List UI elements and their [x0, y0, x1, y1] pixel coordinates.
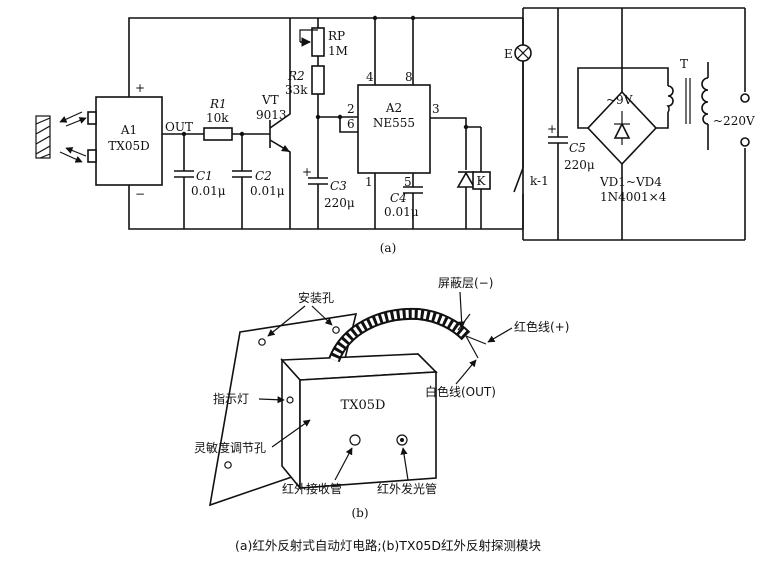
- r2-resistor: [311, 65, 325, 95]
- indicator-label: 指示灯: [213, 391, 249, 406]
- a2-pin-2: 2: [347, 102, 355, 116]
- mount-hole-left: [258, 338, 266, 346]
- a2-pin-6: 6: [347, 117, 355, 131]
- c5-value: 220μ: [564, 158, 595, 172]
- rp-potentiometer: [299, 18, 325, 66]
- r1-ref: R1: [209, 97, 227, 111]
- c1-ref: C1: [196, 169, 213, 183]
- shield-label: 屏蔽层(−): [438, 276, 493, 290]
- c1-capacitor: [174, 134, 194, 229]
- module-drawing: TX05D 安装孔 屏蔽层(−) 红色线(+) 白色线(OUT) 指示灯 灵敏度…: [194, 276, 569, 520]
- vt-ref: VT: [261, 93, 279, 107]
- transformer-sec-label: ~9V: [606, 93, 633, 107]
- c5-capacitor: [548, 8, 568, 240]
- c5-pol: +: [547, 122, 557, 136]
- rp-value: 1M: [328, 44, 348, 58]
- circuit-diagram: A1 TX05D + − OUT R1 10k C1 0.01μ C2 0.01…: [35, 7, 755, 255]
- c2-ref: C2: [255, 169, 272, 183]
- bridge-ref: VD1~VD4: [599, 175, 662, 189]
- c2-value: 0.01μ: [250, 184, 285, 198]
- rp-ref: RP: [328, 29, 345, 43]
- c5-ref: C5: [569, 141, 586, 155]
- ir-emitter: [396, 434, 408, 446]
- a2-part: NE555: [373, 116, 415, 130]
- module-sublabel: (b): [351, 506, 368, 520]
- lamp-e: [514, 18, 532, 160]
- a2-pin-5: 5: [404, 175, 412, 189]
- mains-label: ~220V: [713, 114, 755, 128]
- tx05d-box: [280, 353, 438, 491]
- white-wire-label: 白色线(OUT): [425, 384, 496, 399]
- a2-pin-4: 4: [366, 70, 374, 84]
- a2-pin-8: 8: [405, 70, 413, 84]
- r1-value: 10k: [206, 111, 229, 125]
- mount-hole-right: [332, 326, 340, 334]
- a2-pin-3: 3: [432, 102, 440, 116]
- ir-receiver: [349, 434, 361, 446]
- a1-ref: A1: [120, 123, 137, 137]
- vt-part: 9013: [256, 108, 287, 122]
- figure-caption: (a)红外反射式自动灯电路;(b)TX05D红外反射探测模块: [235, 538, 542, 553]
- r1-resistor: [203, 127, 233, 141]
- a1-sensor-module: A1 TX05D + − OUT: [87, 81, 193, 201]
- sensitivity-hole-label: 灵敏度调节孔: [194, 440, 266, 455]
- a1-part: TX05D: [108, 139, 149, 153]
- a2-ref: A2: [385, 101, 402, 115]
- red-wire-label: 红色线(+): [514, 319, 569, 334]
- reflector-object: [35, 111, 87, 163]
- mains-terminals: [740, 8, 750, 240]
- relay-contact-ref: k-1: [530, 174, 549, 188]
- transformer: [666, 62, 709, 150]
- a1-pin-pos: +: [135, 81, 145, 95]
- r2-value: 33k: [285, 83, 308, 97]
- c4-ref: C4: [390, 191, 407, 205]
- ground-rail: [128, 185, 523, 230]
- relay-contact: [513, 160, 524, 229]
- mount-hole-label: 安装孔: [298, 290, 334, 305]
- circuit-sublabel: (a): [380, 241, 397, 255]
- a2-timer-ic: A2 NE555 4 8 2 6 3 1 5: [347, 15, 440, 229]
- module-name: TX05D: [341, 398, 386, 413]
- r2-ref: R2: [287, 69, 305, 83]
- ir-receiver-label: 红外接收管: [282, 481, 342, 496]
- cable: [328, 307, 487, 363]
- bridge-part: 1N4001×4: [600, 190, 667, 204]
- positive-rail: [128, 17, 523, 97]
- freewheel-diode: [456, 127, 476, 229]
- bridge-rectifier: [577, 8, 669, 240]
- c4-value: 0.01μ: [384, 205, 419, 219]
- a1-pin-neg: −: [135, 187, 145, 201]
- c3-pol: +: [302, 165, 312, 179]
- c2-capacitor: [232, 134, 252, 229]
- a2-pin-1: 1: [365, 175, 373, 189]
- relay-ref: K: [477, 174, 487, 188]
- a1-pin-out: OUT: [165, 120, 193, 134]
- transformer-ref: T: [680, 57, 688, 71]
- ir-emitter-label: 红外发光管: [377, 481, 437, 496]
- c3-value: 220μ: [324, 196, 355, 210]
- c1-value: 0.01μ: [191, 184, 226, 198]
- lamp-ref: E: [504, 47, 513, 61]
- indicator-led: [286, 396, 294, 404]
- vt-transistor: [269, 18, 291, 229]
- c3-ref: C3: [330, 179, 347, 193]
